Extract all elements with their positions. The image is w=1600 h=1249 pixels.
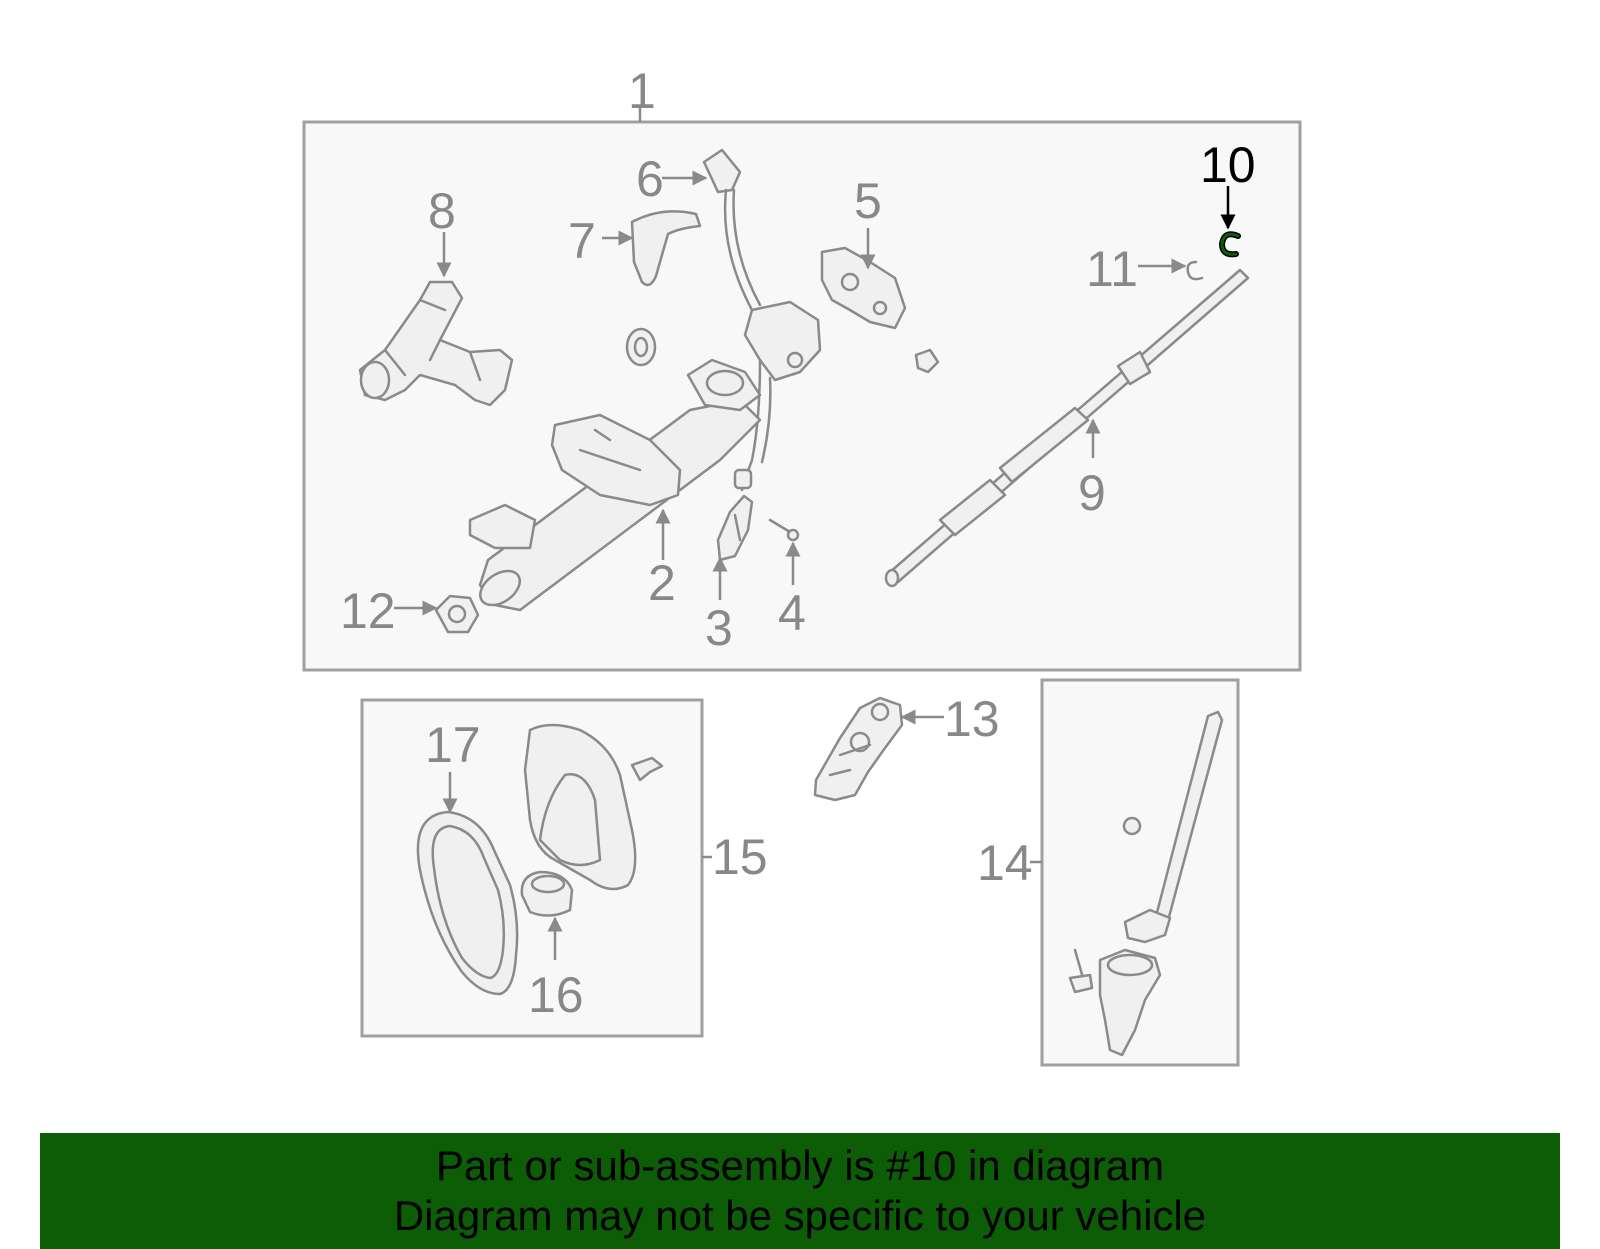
callout-1[interactable]: 1 [628, 63, 656, 119]
part-10-snap-ring-highlighted[interactable] [1218, 231, 1241, 258]
part-8-bracket[interactable] [358, 280, 514, 407]
callout-15[interactable]: 15 [712, 829, 768, 885]
callout-5[interactable]: 5 [854, 173, 882, 229]
part-2-column-tube[interactable] [468, 358, 762, 612]
part-16-grommet[interactable] [520, 870, 574, 917]
part-3-gasket[interactable] [716, 494, 754, 562]
callout-16[interactable]: 16 [528, 967, 584, 1023]
part-5-switch-bracket[interactable] [820, 246, 907, 330]
part-6-shift-lever[interactable] [702, 148, 762, 312]
callout-4[interactable]: 4 [778, 585, 806, 641]
part-12-nut[interactable] [434, 594, 480, 634]
callout-14[interactable]: 14 [977, 835, 1033, 891]
column-cover[interactable] [523, 723, 664, 891]
info-banner: Part or sub-assembly is #10 in diagram D… [40, 1133, 1560, 1249]
callout-11[interactable]: 11 [1086, 241, 1138, 297]
callout-17[interactable]: 17 [425, 717, 481, 773]
part-9-steering-shaft[interactable] [884, 268, 1250, 588]
callout-12[interactable]: 12 [340, 583, 396, 639]
shift-mechanism[interactable] [733, 300, 822, 492]
callout-2[interactable]: 2 [648, 555, 676, 611]
callout-10[interactable]: 10 [1200, 137, 1256, 193]
callout-13[interactable]: 13 [944, 691, 1000, 747]
banner-line-2: Diagram may not be specific to your vehi… [393, 1192, 1207, 1239]
callout-8[interactable]: 8 [428, 183, 456, 239]
part-7-clip[interactable] [630, 210, 702, 287]
part-14-intermediate-shaft[interactable] [1068, 710, 1224, 1057]
callout-9[interactable]: 9 [1078, 465, 1106, 521]
small-bolt[interactable] [914, 348, 940, 374]
callout-3[interactable]: 3 [705, 600, 733, 656]
callout-7[interactable]: 7 [568, 213, 596, 269]
part-4-pin[interactable] [768, 518, 800, 542]
callout-6[interactable]: 6 [636, 151, 664, 207]
part-13-universal-joint[interactable] [813, 696, 904, 802]
part-11-clip[interactable] [1186, 260, 1204, 281]
hose-clamp[interactable] [625, 327, 657, 367]
banner-line-1: Part or sub-assembly is #10 in diagram [435, 1142, 1165, 1189]
